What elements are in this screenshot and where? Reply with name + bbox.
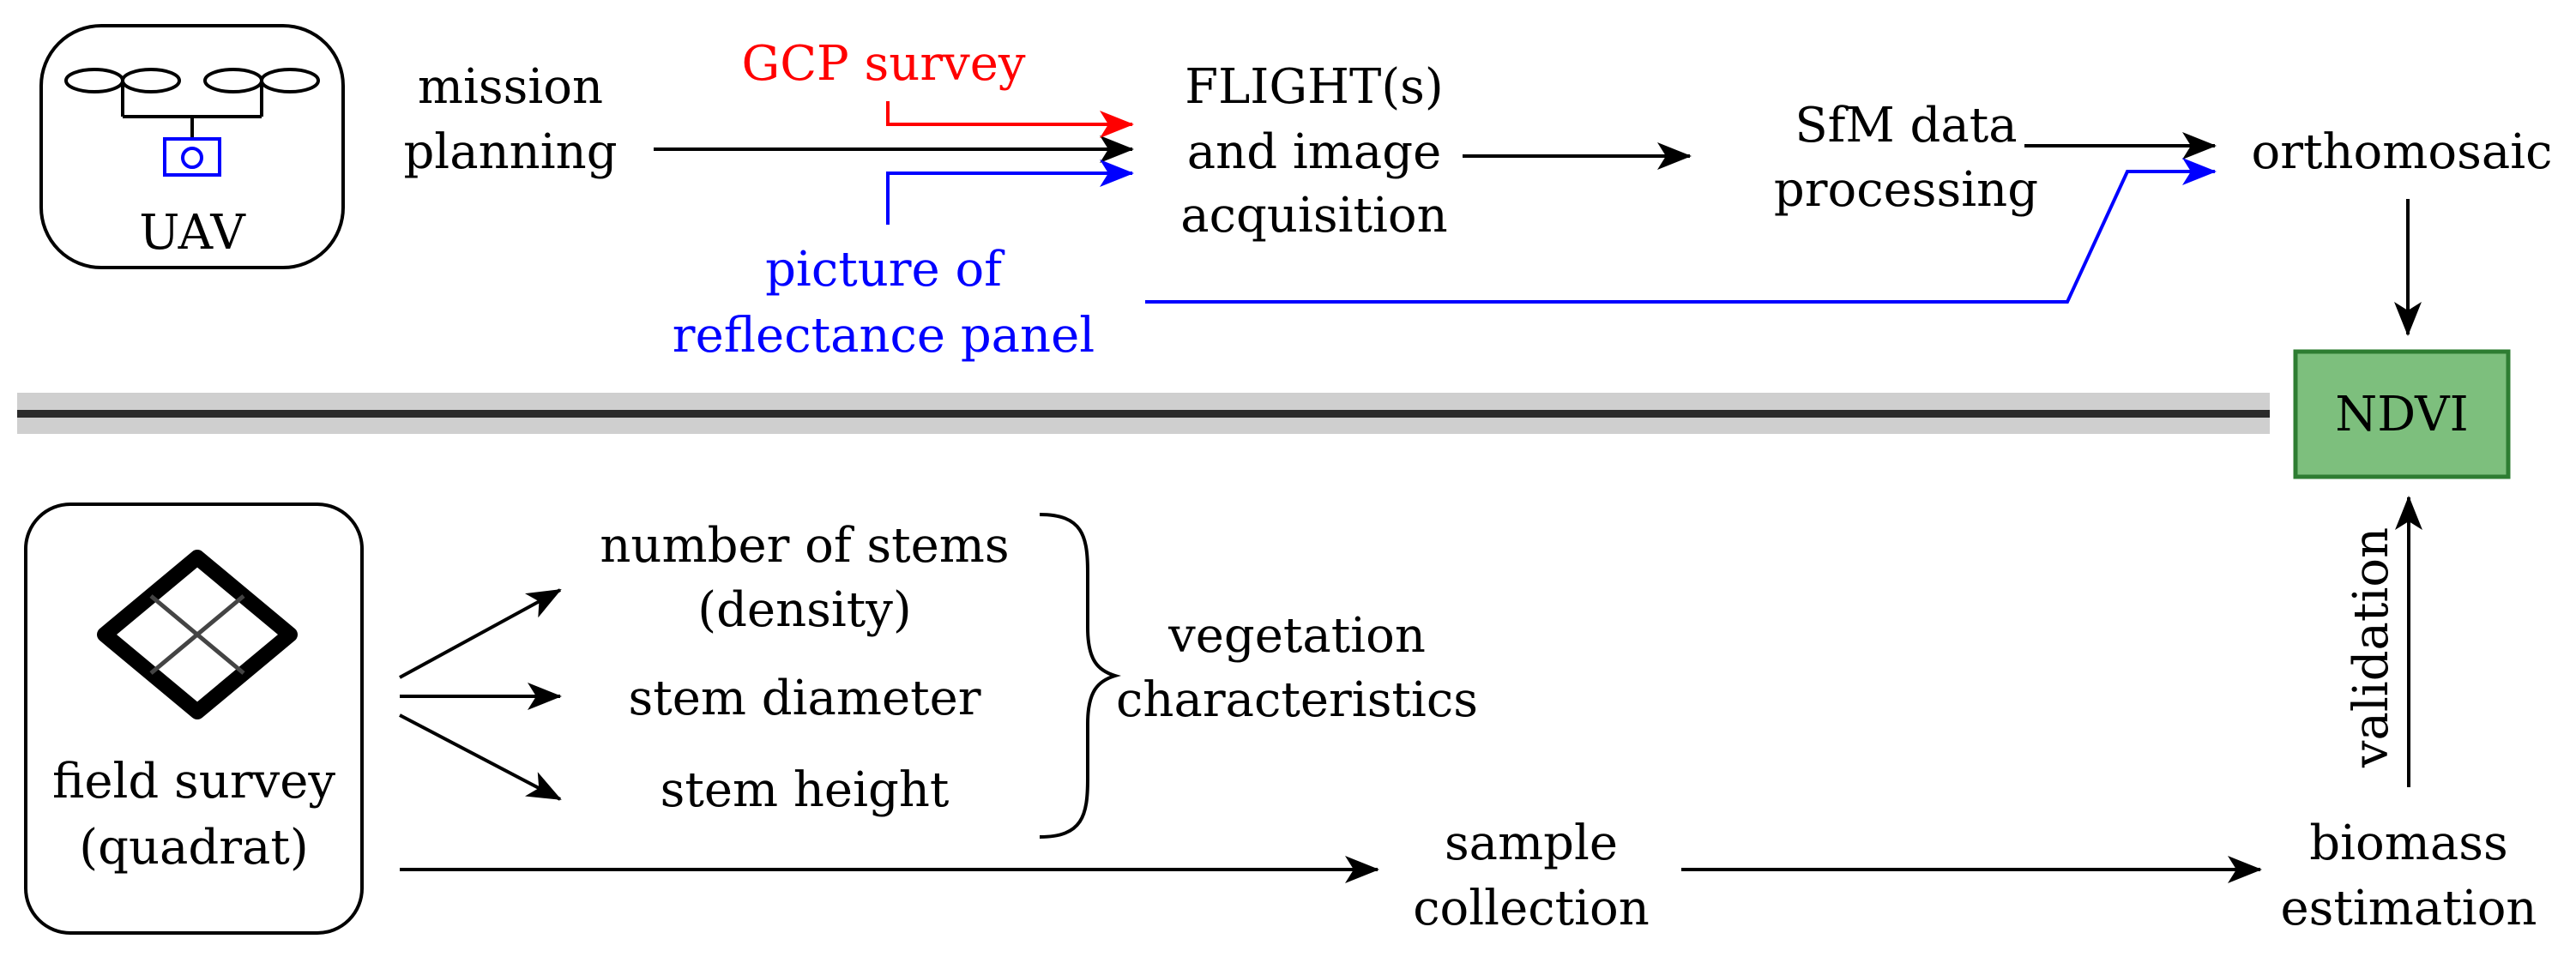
- stem-height-label: stem height: [661, 762, 950, 818]
- quadrat-icon: [97, 550, 298, 719]
- uav-label: UAV: [139, 205, 246, 261]
- sfm-line1: SfM data: [1795, 98, 2017, 153]
- sfm-line2: processing: [1774, 162, 2038, 218]
- vegetation-line1: vegetation: [1167, 608, 1426, 664]
- arrow-to-height: [399, 713, 562, 801]
- arrow-reflectance-to-flight: [886, 159, 1134, 225]
- vegetation-line2: characteristics: [1116, 672, 1478, 728]
- orthomosaic-label: orthomosaic: [2252, 124, 2553, 180]
- biomass-line2: estimation: [2281, 881, 2537, 936]
- field-survey-box: field survey (quadrat): [24, 503, 364, 935]
- flight-line3: acquisition: [1180, 188, 1447, 244]
- field-survey-line2: (quadrat): [79, 820, 309, 876]
- arrow-to-stems: [399, 588, 562, 679]
- drone-icon: [64, 68, 320, 177]
- biomass-line1: biomass: [2309, 816, 2507, 871]
- arrow-gcp-to-flight: [886, 101, 1134, 138]
- section-separator: [17, 393, 2270, 434]
- stems-line1: number of stems: [600, 518, 1009, 574]
- arrow-reflectance-to-orthomosaic: [1145, 158, 2217, 304]
- stems-line2: (density): [697, 582, 912, 638]
- uav-box: UAV: [39, 24, 345, 269]
- sample-line2: collection: [1413, 881, 1650, 936]
- flight-line2: and image: [1187, 124, 1442, 180]
- ndvi-label: NDVI: [2335, 387, 2468, 442]
- reflectance-label-line2: reflectance panel: [673, 308, 1095, 364]
- curly-brace: [1039, 513, 1121, 839]
- mission-planning-line2: planning: [403, 124, 617, 180]
- flight-line1: FLIGHT(s): [1185, 59, 1444, 115]
- stem-diameter-label: stem diameter: [628, 671, 980, 726]
- validation-label: validation: [2344, 527, 2399, 768]
- field-survey-line1: field survey: [52, 754, 335, 810]
- sample-line1: sample: [1445, 816, 1618, 871]
- reflectance-label-line1: picture of: [765, 242, 1005, 298]
- ndvi-box: NDVI: [2293, 349, 2511, 479]
- gcp-survey-label: GCP survey: [741, 36, 1025, 92]
- mission-planning-line1: mission: [418, 59, 603, 115]
